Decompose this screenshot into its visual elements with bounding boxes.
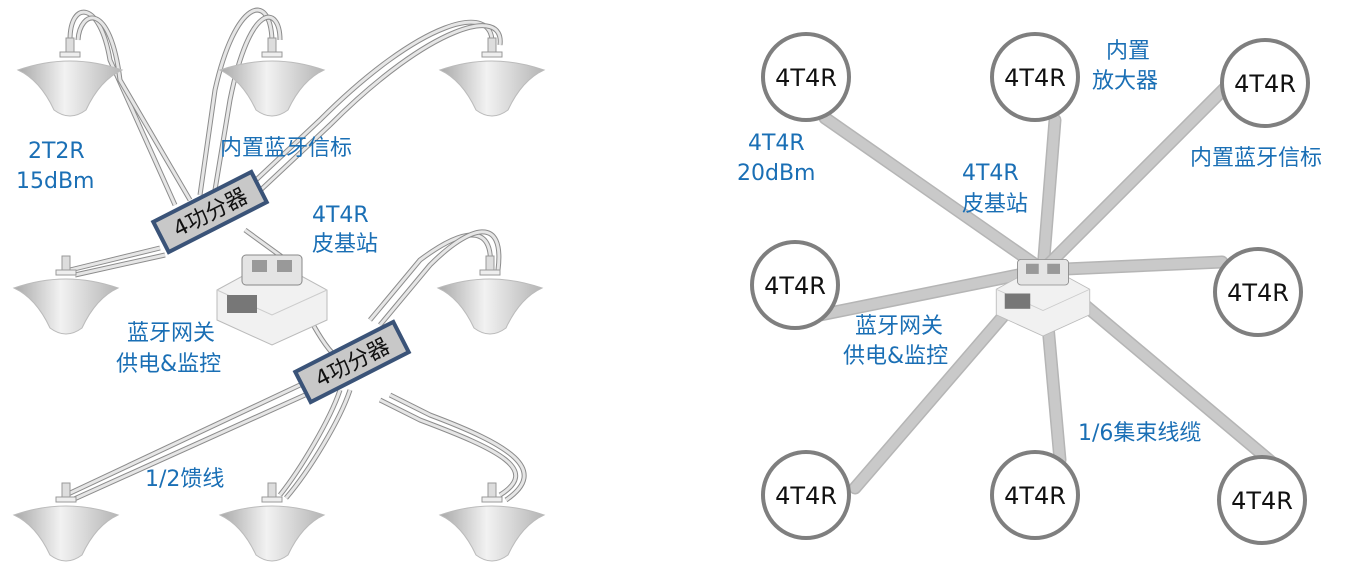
remote-unit-node: 4T4R [761, 32, 851, 122]
label-gateway-right: 蓝牙网关 [855, 314, 943, 339]
power-splitter: 4功分器 [292, 319, 412, 405]
node-label: 4T4R [775, 482, 837, 510]
node-label: 4T4R [1227, 279, 1289, 307]
node-label: 4T4R [1004, 482, 1066, 510]
label-amplifier: 放大器 [1092, 69, 1158, 94]
label-2t2r: 2T2R [28, 139, 85, 164]
ceiling-antenna [438, 37, 546, 117]
remote-unit-node: 4T4R [750, 240, 840, 330]
node-circle [990, 450, 1080, 540]
right-base-station [995, 259, 1091, 337]
node-circle [1213, 247, 1303, 337]
bundled-cable-core [1038, 83, 1230, 275]
label-beacon-right: 内置蓝牙信标 [1190, 146, 1322, 171]
ceiling-antenna [438, 482, 546, 562]
feeder-cable-core [278, 389, 342, 496]
ceiling-antenna [12, 482, 120, 562]
remote-unit-node: 4T4R [990, 450, 1080, 540]
node-circle [750, 240, 840, 330]
ceiling-antenna [16, 37, 124, 117]
left-cables [64, 7, 527, 503]
label-beacon-left: 内置蓝牙信标 [220, 136, 352, 161]
node-label: 4T4R [1234, 70, 1296, 98]
label-cable: 1/6集束线缆 [1078, 421, 1201, 446]
ceiling-antenna [218, 482, 326, 562]
feeder-cable-core [198, 8, 274, 196]
feeder-cable [248, 23, 503, 202]
label-base-4t4r-left: 4T4R [312, 203, 369, 228]
feeder-cable [378, 397, 519, 498]
label-power-monitor-right: 供电&监控 [843, 344, 948, 369]
bundled-cable-core [1038, 257, 1227, 275]
label-15dbm: 15dBm [16, 169, 94, 194]
feeder-cable [388, 392, 527, 503]
right-nodes: 4T4R 4T4R 4T4R 4T4R 4T4R 4T4R 4T4R 4T4R [750, 32, 1310, 545]
label-base-name-right: 皮基站 [962, 192, 1028, 217]
feeder-cable [278, 389, 343, 497]
pico-base-station-icon [216, 254, 328, 346]
ceiling-antenna [436, 255, 544, 335]
remote-unit-node: 4T4R [761, 450, 851, 540]
remote-unit-node: 4T4R [1220, 38, 1310, 128]
label-builtin: 内置 [1106, 39, 1150, 64]
feeder-cable-core [248, 24, 502, 202]
power-splitter: 4功分器 [150, 169, 270, 255]
feeder-cable-core [68, 10, 177, 206]
left-antennas [12, 37, 546, 562]
pico-base-station-icon [995, 259, 1091, 337]
label-node-4t4r: 4T4R [748, 131, 805, 156]
node-circle [1217, 455, 1307, 545]
node-label: 4T4R [775, 64, 837, 92]
ceiling-antenna [218, 37, 326, 117]
feeder-cable-core [65, 383, 301, 497]
feeder-cable-core [378, 230, 501, 326]
bundled-cable-core [1038, 115, 1060, 275]
label-feeder: 1/2馈线 [145, 467, 224, 492]
feeder-cable-core [379, 398, 518, 497]
remote-unit-node: 4T4R [1213, 247, 1303, 337]
ceiling-antenna [12, 255, 120, 335]
node-circle [1220, 38, 1310, 128]
node-label: 4T4R [1231, 487, 1293, 515]
remote-unit-node: 4T4R [990, 32, 1080, 122]
node-label: 4T4R [1004, 64, 1066, 92]
bundled-cable-core [815, 265, 1048, 320]
feeder-cable-core [74, 253, 166, 277]
label-power-monitor-left: 供电&监控 [116, 352, 221, 377]
node-circle [761, 32, 851, 122]
label-base-4t4r-right: 4T4R [962, 161, 1019, 186]
label-20dbm: 20dBm [737, 161, 815, 186]
feeder-cable-core [213, 15, 282, 191]
feeder-cable [284, 389, 353, 500]
node-label: 4T4R [764, 272, 826, 300]
label-gateway-left: 蓝牙网关 [127, 321, 215, 346]
feeder-cable-core [389, 393, 526, 502]
remote-unit-node: 4T4R [1217, 455, 1307, 545]
feeder-cable-core [71, 393, 306, 502]
feeder-cable-core [238, 20, 494, 197]
left-base-station [216, 254, 328, 346]
node-circle [761, 450, 851, 540]
node-circle [990, 32, 1080, 122]
bundled-cable-core [820, 113, 1048, 275]
feeder-cable-core [69, 246, 161, 272]
label-base-name-left: 皮基站 [312, 232, 378, 257]
feeder-cable-core [284, 389, 352, 499]
